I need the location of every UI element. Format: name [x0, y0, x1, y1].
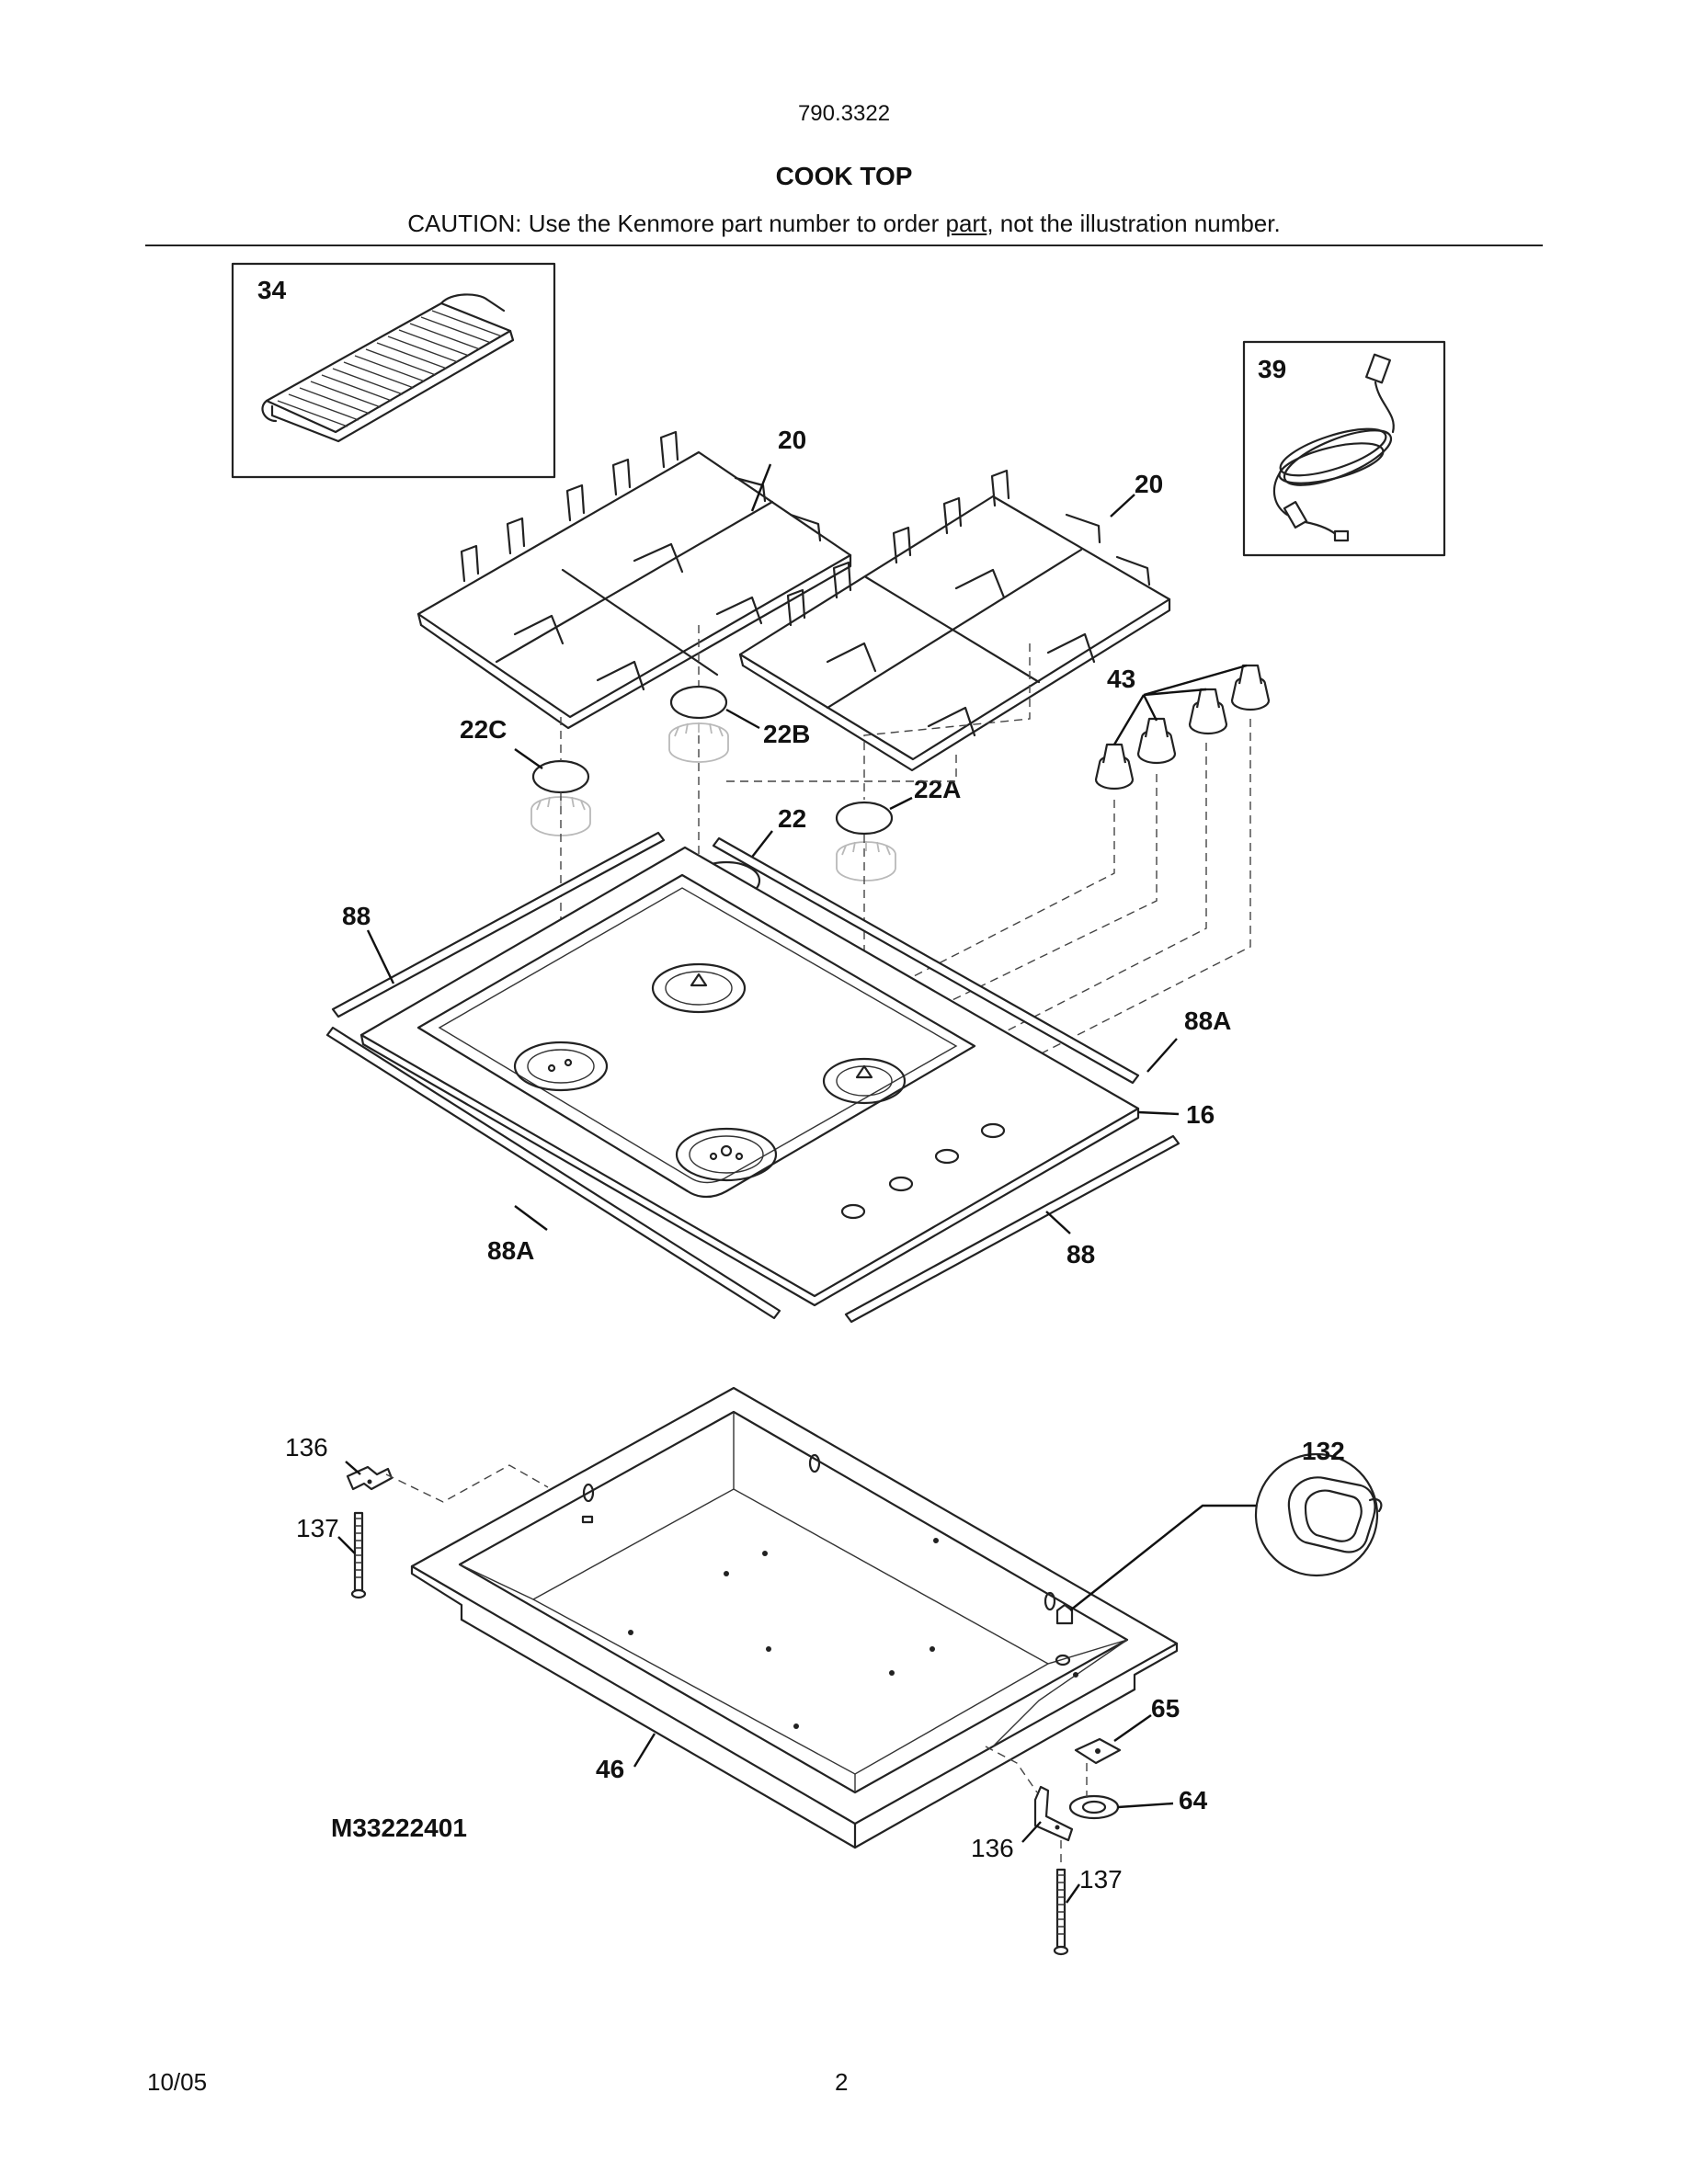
leader-136-top [345, 1461, 361, 1475]
leader-16 [1137, 1110, 1180, 1116]
callout-22a: 22A [914, 775, 961, 803]
grommet-132-detail: 132 [1069, 1437, 1383, 1611]
leader-137-top [337, 1536, 356, 1554]
knob-3 [1188, 688, 1228, 735]
burner-box-holes [581, 1453, 1078, 1729]
leader-137-bottom [1066, 1883, 1080, 1904]
callout-88a-left: 88A [487, 1236, 534, 1265]
callout-64: 64 [1179, 1786, 1208, 1814]
leader-46 [633, 1733, 656, 1768]
caution-suffix: , not the illustration number. [987, 210, 1281, 237]
burner-base-4 [675, 1127, 778, 1182]
control-knobs: 43 [1094, 664, 1271, 791]
diagram-code: M33222401 [331, 1814, 467, 1842]
knob-4 [1230, 664, 1271, 711]
power-cord-inset: 39 [1242, 340, 1446, 557]
callout-34: 34 [257, 276, 287, 304]
griddle-inset: 34 [231, 262, 556, 479]
burner-box [410, 1386, 1179, 1849]
callout-88-right: 88 [1066, 1240, 1095, 1268]
washer-65 [1074, 1737, 1122, 1765]
burner-base-3 [822, 1057, 907, 1105]
footer-page-number: 2 [835, 2068, 849, 2096]
knob-holes [840, 1122, 1006, 1220]
callout-137-bottom: 137 [1079, 1865, 1123, 1894]
grate-right [738, 469, 1171, 772]
seal-64 [1068, 1794, 1120, 1820]
footer-date: 10/05 [147, 2068, 208, 2096]
callout-16: 16 [1186, 1100, 1215, 1129]
callout-22b: 22B [763, 720, 810, 748]
callout-22: 22 [778, 804, 806, 833]
callout-136-bottom: 136 [971, 1834, 1014, 1862]
leader-65 [1113, 1714, 1152, 1742]
grommet-132-on-box [1055, 1603, 1074, 1625]
callout-22c: 22C [460, 715, 507, 744]
burner-base-2 [651, 962, 747, 1014]
model-number: 790.3322 [797, 101, 891, 126]
knob-2 [1136, 717, 1177, 765]
leader-88a-right [1146, 1038, 1178, 1073]
leader-22a [889, 796, 913, 811]
section-title: COOK TOP [775, 162, 913, 190]
callout-65: 65 [1151, 1694, 1180, 1723]
screw-137-top [350, 1511, 367, 1599]
leader-132 [1069, 1504, 1256, 1611]
burner-cap-22b [668, 685, 729, 763]
callout-88a-right: 88A [1184, 1007, 1231, 1035]
leader-88-left [366, 929, 395, 984]
leader-20-right [1110, 494, 1135, 518]
caution-underlined-word: part [945, 210, 987, 237]
callout-46: 46 [596, 1755, 624, 1783]
leader-22b [725, 708, 760, 730]
callout-39: 39 [1258, 355, 1286, 383]
power-cord-illustration [1272, 353, 1395, 542]
burner-base-1 [513, 1041, 609, 1092]
burner-cap-22a [835, 801, 896, 882]
leader-88-right [1045, 1211, 1071, 1234]
leader-20-left [750, 463, 772, 512]
callout-20-right: 20 [1135, 470, 1163, 498]
leader-88a-left [514, 1205, 548, 1231]
trim-strips [325, 831, 1180, 1324]
leader-43 [1112, 664, 1248, 745]
callout-88-left: 88 [342, 902, 371, 930]
header-divider [145, 245, 1543, 246]
leader-136-bottom [1021, 1821, 1042, 1843]
screw-137-bottom [1053, 1868, 1069, 1956]
bracket-136-bottom [1033, 1785, 1074, 1842]
cooktop-panel [359, 846, 1140, 1307]
caution-note: CAUTION: Use the Kenmore part number to … [0, 210, 1688, 238]
callout-43: 43 [1107, 665, 1135, 693]
griddle-illustration [261, 293, 515, 443]
alignment-lines-lower [385, 1464, 1088, 1868]
callout-137-top: 137 [296, 1514, 339, 1542]
caution-prefix: CAUTION: Use the Kenmore part number to … [407, 210, 946, 237]
callout-136-top: 136 [285, 1433, 328, 1462]
leader-64 [1117, 1802, 1174, 1809]
leader-22c [514, 748, 543, 769]
callout-20-left: 20 [778, 426, 806, 454]
grate-left [416, 430, 852, 730]
callout-132: 132 [1302, 1437, 1345, 1465]
knob-1 [1094, 743, 1135, 791]
